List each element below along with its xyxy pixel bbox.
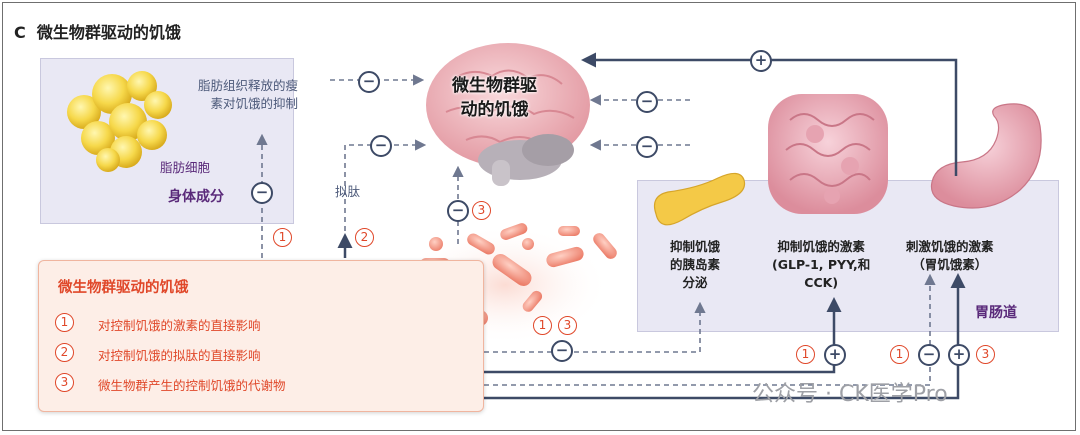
plus-sign-hormone: + (824, 344, 846, 366)
minus-sign-agonist: − (370, 135, 392, 157)
gut-title: 胃肠道 (975, 305, 1017, 321)
plus-sign-ghrelin: + (948, 344, 970, 366)
body-composition-title: 身体成分 (168, 189, 224, 205)
stomach-illustration (930, 103, 1042, 209)
fat-cells-illustration (67, 71, 172, 172)
legend-item-3: 微生物群产生的控制饥饿的代谢物 (98, 378, 286, 393)
minus-sign-metabolite: − (447, 200, 469, 222)
brain-illustration (426, 43, 590, 186)
watermark: 公众号 · CK医学Pro (752, 382, 948, 407)
path-num-1-body: 1 (273, 228, 292, 247)
fat-leptin-label: 脂肪组织释放的瘦 素对饥饿的抑制 (198, 78, 299, 111)
legend-item-1: 对控制饥饿的激素的直接影响 (98, 318, 261, 333)
path-num-1-ghrelin: 1 (890, 345, 909, 364)
legend-num-3: 3 (55, 373, 74, 392)
legend-item-2: 对控制饥饿的拟肽的直接影响 (98, 348, 261, 363)
path-num-3-ghrelin: 3 (976, 345, 995, 364)
fat-cell-label: 脂肪细胞 (160, 160, 211, 175)
legend-num-2: 2 (55, 343, 74, 362)
path-num-2-agonist: 2 (355, 228, 374, 247)
minus-sign-gut-2: − (636, 136, 658, 158)
brain-label: 微生物群驱 动的饥饿 (452, 76, 537, 120)
legend-box (38, 260, 484, 412)
minus-sign-fat: − (358, 71, 380, 93)
suppress-hormone-label: 抑制饥饿的激素 (GLP-1, PYY,和 CCK) (772, 239, 871, 290)
minus-sign-ghrelin: − (918, 344, 940, 366)
path-num-3-pancreas: 3 (558, 316, 577, 335)
minus-sign-body: − (251, 182, 273, 204)
panel-title: C 微生物群驱动的饥饿 (14, 23, 181, 42)
legend-num-1: 1 (55, 313, 74, 332)
minus-sign-gut-1: − (636, 91, 658, 113)
stimulate-hormone-label: 刺激饥饿的激素 （胃饥饿素） (906, 239, 994, 272)
path-num-1-hormone: 1 (796, 345, 815, 364)
path-num-1-pancreas: 1 (533, 316, 552, 335)
pancreas-illustration (653, 172, 746, 226)
plus-sign-stomach: + (750, 50, 772, 72)
agonist-label: 拟肽 (335, 184, 361, 199)
minus-sign-pancreas: − (551, 340, 573, 362)
legend-title: 微生物群驱动的饥饿 (58, 280, 189, 296)
pancreas-label: 抑制饥饿 的胰岛素 分泌 (670, 239, 721, 290)
intestine-illustration (768, 94, 888, 214)
path-num-3-metabolite: 3 (472, 201, 491, 220)
